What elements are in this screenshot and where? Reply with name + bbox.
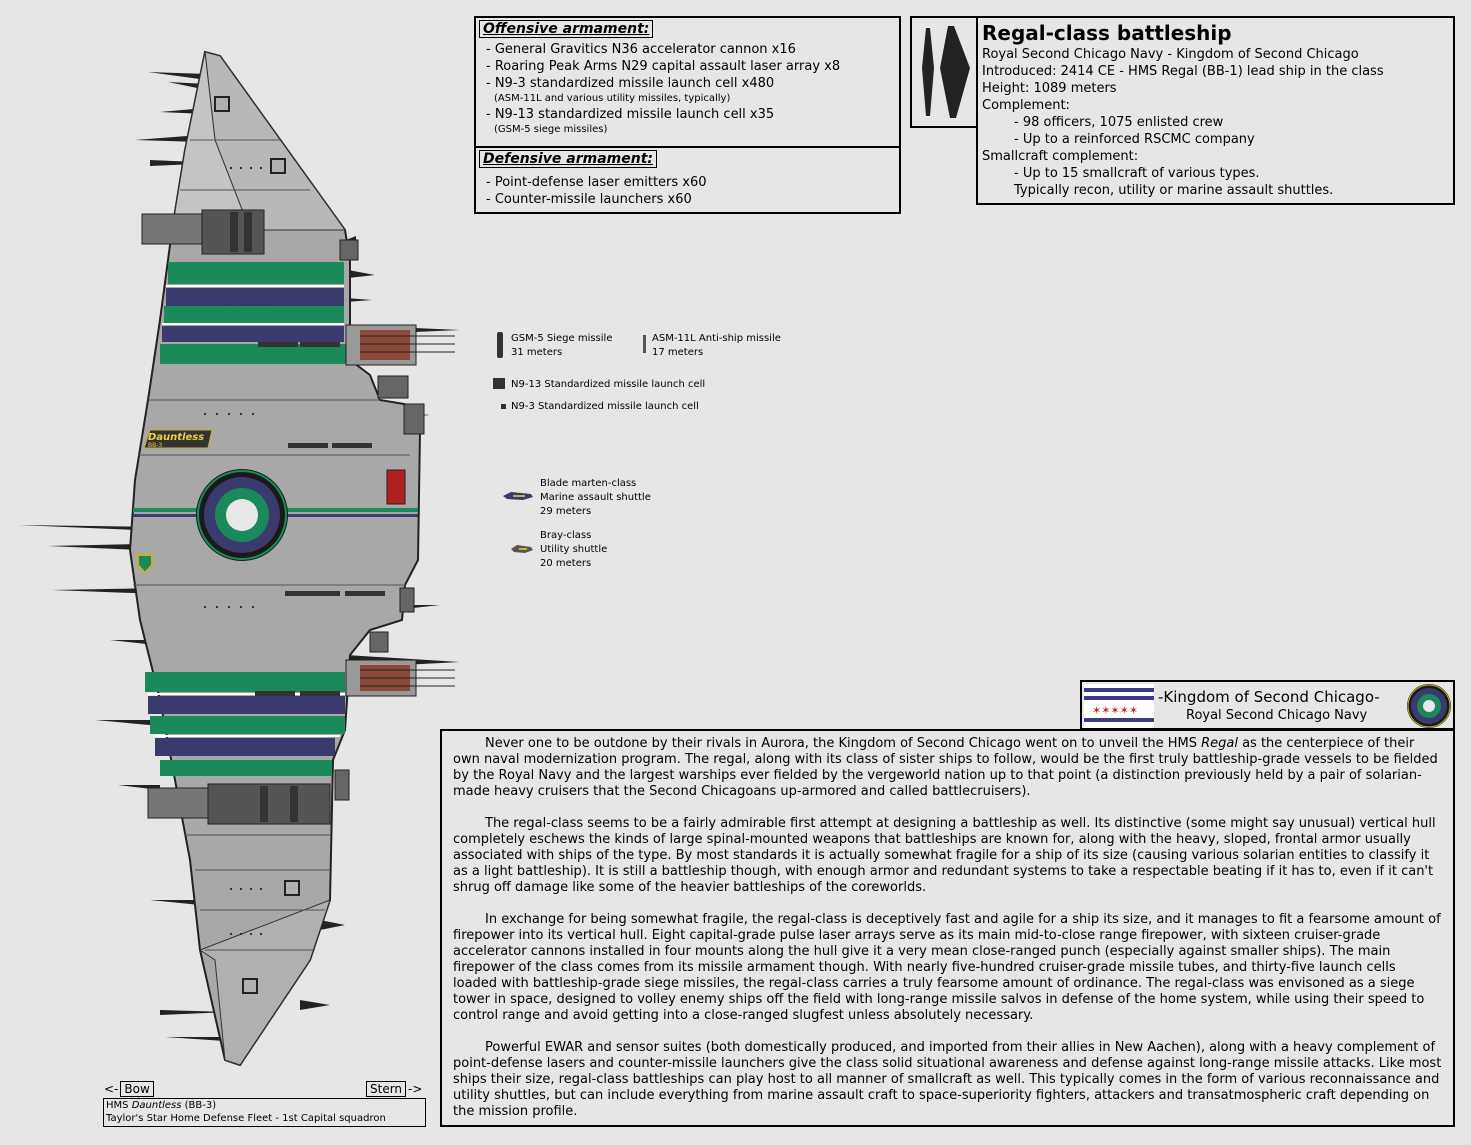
n93-cell-icon bbox=[501, 404, 506, 409]
hull-stripes-upper bbox=[160, 262, 346, 364]
description-paragraph-3: In exchange for being somewhat fragile, … bbox=[453, 912, 1441, 1023]
defensive-armament-panel: Defensive armament: - Point-defense lase… bbox=[474, 146, 901, 214]
caption-suffix: (BB-3) bbox=[181, 1100, 217, 1111]
offensive-item: - Roaring Peak Arms N29 capital assault … bbox=[486, 59, 841, 74]
description-paragraph-1: Never one to be outdone by their rivals … bbox=[453, 736, 1438, 799]
kingdom-panel: ✶✶✶✶✶ -Kingdom of Second Chicago- Royal … bbox=[1080, 680, 1455, 730]
laser-array-upper bbox=[345, 324, 455, 366]
gsm5-label: GSM-5 Siege missile bbox=[511, 333, 613, 344]
ship-info-panel: Regal-class battleship Royal Second Chic… bbox=[976, 16, 1455, 205]
offensive-note: (GSM-5 siege missiles) bbox=[494, 124, 608, 135]
ship-silhouettes bbox=[922, 26, 970, 118]
info-marines: - Up to a reinforced RSCMC company bbox=[1014, 132, 1255, 147]
kingdom-roundel bbox=[1407, 684, 1451, 728]
bray-size: 20 meters bbox=[540, 558, 592, 569]
info-height: Height: 1089 meters bbox=[982, 81, 1117, 96]
bray-role: Utility shuttle bbox=[540, 544, 608, 555]
missile-cell-slots bbox=[255, 342, 385, 696]
gsm5-size: 31 meters bbox=[511, 347, 563, 358]
blade-marten-name: Blade marten-class bbox=[540, 478, 637, 489]
kingdom-flag: ✶✶✶✶✶ bbox=[1084, 684, 1154, 728]
info-crew: - 98 officers, 1075 enlisted crew bbox=[1014, 115, 1224, 130]
info-introduced: Introduced: 2414 CE - HMS Regal (BB-1) l… bbox=[982, 64, 1384, 79]
roundel bbox=[196, 469, 288, 561]
silhouette-panel bbox=[910, 16, 978, 128]
description-paragraph-4: Powerful EWAR and sensor suites (both do… bbox=[453, 1040, 1442, 1119]
info-navy: Royal Second Chicago Navy - Kingdom of S… bbox=[982, 47, 1359, 62]
blade-marten-size: 29 meters bbox=[540, 506, 592, 517]
bray-name: Bray-class bbox=[540, 530, 592, 541]
crest-badge bbox=[386, 469, 406, 505]
info-complement-header: Complement: bbox=[982, 98, 1070, 113]
n913-cell-icon bbox=[493, 378, 505, 389]
blade-marten-role: Marine assault shuttle bbox=[540, 492, 651, 503]
kingdom-title: -Kingdom of Second Chicago- bbox=[1158, 688, 1380, 706]
description-paragraph-2: The regal-class seems to be a fairly adm… bbox=[453, 816, 1436, 895]
bow-indicator: <-Bow bbox=[104, 1081, 154, 1097]
description-panel: Never one to be outdone by their rivals … bbox=[440, 729, 1455, 1127]
stern-label: Stern bbox=[366, 1081, 407, 1097]
hatches bbox=[214, 96, 300, 994]
gsm5-missile-icon bbox=[497, 332, 503, 358]
caption-line2: Taylor's Star Home Defense Fleet - 1st C… bbox=[106, 1113, 386, 1124]
kingdom-navy-subtitle: Royal Second Chicago Navy bbox=[1186, 708, 1368, 723]
n913-label: N9-13 Standardized missile launch cell bbox=[511, 379, 706, 390]
defensive-header: Defensive armament: bbox=[479, 150, 658, 168]
side-sensors bbox=[334, 239, 425, 801]
offensive-item: - General Gravitics N36 accelerator cann… bbox=[486, 42, 796, 57]
blade-marten-shuttle-icon bbox=[503, 492, 533, 500]
n93-label: N9-3 Standardized missile launch cell bbox=[511, 401, 699, 412]
ship-side-view: Dauntless BB-3 bbox=[18, 50, 460, 1067]
laser-array-lower bbox=[345, 659, 455, 697]
cannon-mount-upper bbox=[141, 209, 265, 255]
caption-line1: HMS Dauntless (BB-3) bbox=[106, 1099, 423, 1112]
cannon-mount-lower bbox=[147, 783, 331, 825]
offensive-header: Offensive armament: bbox=[479, 20, 654, 38]
offensive-armament-panel: Offensive armament: - General Gravitics … bbox=[474, 16, 901, 148]
stern-indicator: Stern-> bbox=[366, 1081, 422, 1097]
caption-ship-name: Dauntless bbox=[131, 1100, 182, 1111]
caption-prefix: HMS bbox=[106, 1100, 132, 1111]
asm11-missile-icon bbox=[643, 335, 646, 353]
hull-stripes-lower bbox=[145, 672, 345, 776]
ship-name-plate: Dauntless BB-3 bbox=[143, 429, 213, 449]
hull-dots bbox=[204, 167, 272, 935]
shield-badge bbox=[137, 554, 153, 575]
info-smallcraft-header: Smallcraft complement: bbox=[982, 149, 1139, 164]
ship-class-title: Regal-class battleship bbox=[982, 21, 1232, 45]
svg-text:✶✶✶✶✶: ✶✶✶✶✶ bbox=[1092, 704, 1138, 717]
asm11-size: 17 meters bbox=[652, 347, 704, 358]
offensive-note: (ASM-11L and various utility missiles, t… bbox=[494, 93, 731, 104]
info-smallcraft-types: Typically recon, utility or marine assau… bbox=[1014, 183, 1334, 198]
offensive-item: - N9-13 standardized missile launch cell… bbox=[486, 107, 775, 122]
ship-name-text: Dauntless bbox=[148, 432, 204, 443]
bow-label: Bow bbox=[120, 1081, 154, 1097]
flag-stars: ✶✶✶✶✶ bbox=[1092, 704, 1138, 717]
defensive-item: - Point-defense laser emitters x60 bbox=[486, 175, 707, 190]
info-smallcraft-count: - Up to 15 smallcraft of various types. bbox=[1014, 166, 1260, 181]
ship-hull-text: BB-3 bbox=[148, 442, 162, 449]
asm11-label: ASM-11L Anti-ship missile bbox=[652, 333, 781, 344]
defensive-item: - Counter-missile launchers x60 bbox=[486, 192, 692, 207]
offensive-item: - N9-3 standardized missile launch cell … bbox=[486, 76, 775, 91]
ship-caption: HMS Dauntless (BB-3) Taylor's Star Home … bbox=[103, 1098, 426, 1127]
bray-shuttle-icon bbox=[511, 545, 533, 553]
